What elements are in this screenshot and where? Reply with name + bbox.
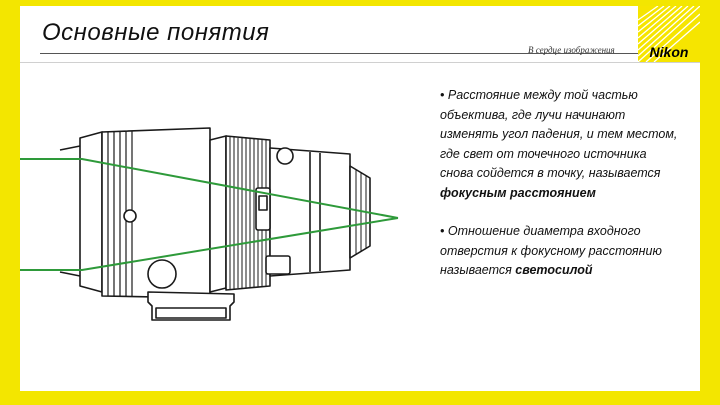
- logo-rays: [638, 6, 700, 62]
- frame-right: [700, 0, 720, 405]
- brand-tagline: В сердце изображения: [528, 45, 615, 55]
- content-divider: [20, 62, 700, 63]
- bullet-marker: •: [440, 88, 445, 102]
- bullet-text: Расстояние между той частью объектива, г…: [440, 88, 678, 180]
- bullet-marker: •: [440, 224, 445, 238]
- nikon-logo-icon: Nikon: [638, 6, 700, 62]
- title-underline: [40, 53, 640, 54]
- frame-top: [0, 0, 720, 6]
- frame-left: [0, 0, 20, 405]
- bullet-aperture-ratio: • Отношение диаметра входного отверстия …: [440, 222, 680, 281]
- frame-bottom: [0, 391, 720, 405]
- bullet-term: светосилой: [515, 263, 593, 277]
- bullet-list: • Расстояние между той частью объектива,…: [440, 86, 680, 281]
- slide-header: Основные понятия: [20, 6, 700, 62]
- bullet-text: Отношение диаметра входного отверстия к …: [440, 224, 662, 277]
- lens-diagram-icon: [20, 127, 399, 321]
- slide-title: Основные понятия: [42, 19, 270, 46]
- bullet-term: фокусным расстоянием: [440, 185, 596, 200]
- bullet-focal-length: • Расстояние между той частью объектива,…: [440, 86, 680, 203]
- logo-wordmark: Nikon: [649, 44, 689, 60]
